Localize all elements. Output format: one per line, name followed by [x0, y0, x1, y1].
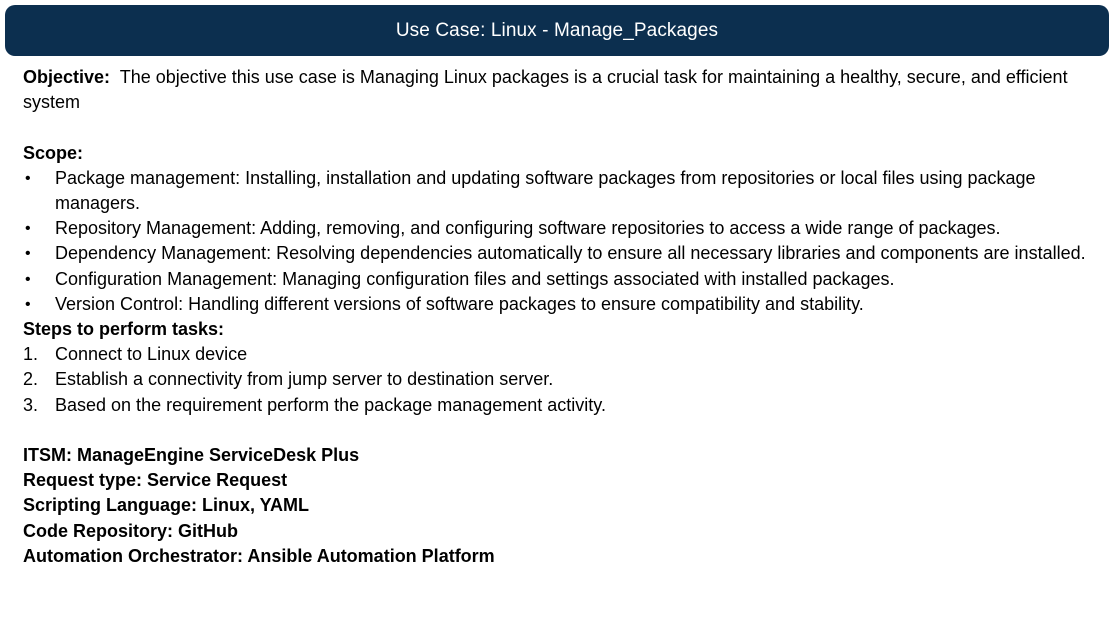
itsm-line: ITSM: ManageEngine ServiceDesk Plus: [23, 445, 360, 466]
objective-paragraph: Objective: The objective this use case i…: [23, 65, 1093, 115]
bullet-icon: •: [25, 295, 31, 313]
step-number: 3.: [23, 394, 39, 415]
scope-heading: Scope:: [23, 142, 84, 163]
bullet-icon: •: [25, 169, 31, 187]
step-text: Based on the requirement perform the pac…: [55, 394, 606, 415]
list-item: 3. Based on the requirement perform the p…: [23, 393, 1093, 418]
list-item: 1. Connect to Linux device: [23, 342, 1093, 367]
bullet-icon: •: [25, 245, 31, 263]
step-text: Establish a connectivity from jump serve…: [55, 369, 554, 390]
steps-list: 1. Connect to Linux device 2. Establish a …: [23, 342, 1093, 418]
scope-item-text: Dependency Management: Resolving depende…: [55, 243, 1086, 264]
code-repository-line: Code Repository: GitHub: [23, 520, 238, 541]
steps-heading: Steps to perform tasks:: [23, 319, 225, 340]
step-number: 1.: [23, 344, 39, 365]
scope-item-text: Version Control: Handling different vers…: [55, 293, 864, 314]
list-item: • Repository Management: Adding, removing…: [23, 216, 1093, 241]
list-item: • Version Control: Handling different ver…: [23, 292, 1093, 317]
bullet-icon: •: [25, 220, 31, 238]
request-type-line: Request type: Service Request: [23, 470, 288, 491]
bullet-icon: •: [25, 270, 31, 288]
scope-item-text: Package management: Installing, installa…: [55, 167, 1036, 213]
scripting-language-line: Scripting Language: Linux, YAML: [23, 495, 310, 516]
step-number: 2.: [23, 369, 39, 390]
automation-orchestrator-line: Automation Orchestrator: Ansible Automat…: [23, 545, 495, 566]
list-item: • Configuration Management: Managing conf…: [23, 267, 1093, 292]
objective-text: The objective this use case is Managing …: [23, 67, 1073, 113]
spacer: [23, 418, 1093, 443]
title-banner: Use Case: Linux - Manage_Packages: [5, 5, 1109, 56]
page-title: Use Case: Linux - Manage_Packages: [395, 19, 719, 41]
list-item: • Dependency Management: Resolving depend…: [23, 241, 1093, 266]
step-text: Connect to Linux device: [55, 344, 248, 365]
scope-item-text: Repository Management: Adding, removing,…: [55, 218, 1001, 239]
objective-label: Objective:: [23, 67, 111, 87]
spacer: [23, 115, 1093, 140]
scope-item-text: Configuration Management: Managing confi…: [55, 268, 895, 289]
scope-list: • Package management: Installing, install…: [23, 166, 1093, 317]
content-body: Objective: The objective this use case i…: [23, 65, 1093, 569]
list-item: • Package management: Installing, install…: [23, 166, 1093, 216]
list-item: 2. Establish a connectivity from jump ser…: [23, 367, 1093, 392]
